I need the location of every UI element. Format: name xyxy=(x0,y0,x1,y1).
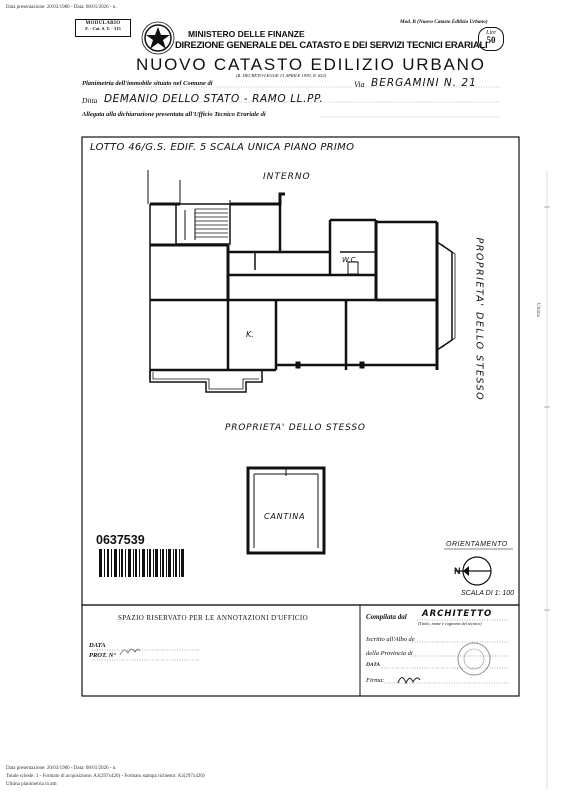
via-value: BERGAMINI N. 21 xyxy=(371,77,477,89)
spazio-title: SPAZIO RISERVATO PER LE ANNOTAZIONI D'UF… xyxy=(118,614,309,622)
compilata-note: (Titolo, nome e cognome del tecnico) xyxy=(418,621,482,626)
lire-label: Lire xyxy=(486,30,496,36)
compilata-value: ARCHITETTO xyxy=(422,609,493,619)
bottom-stamp-1: Data presentazione: 20/03/1980 - Data: 0… xyxy=(6,766,117,771)
iscritto-label: Iscritto all'Albo de xyxy=(366,636,415,643)
top-stamp: Data presentazione: 20/03/1980 - Data: 0… xyxy=(6,5,117,10)
footer-data-label: DATA xyxy=(89,642,106,649)
ditta-label: Ditta xyxy=(82,96,98,105)
scale-label: SCALA DI 1: 100 xyxy=(461,590,515,597)
allegata-label: Allegata alla dichiarazione presentata a… xyxy=(82,111,266,118)
wc-label: W.C. xyxy=(342,256,358,264)
bottom-stamp-3: Ultima planimetria in atti xyxy=(6,782,57,787)
professional-stamp-icon xyxy=(457,642,491,676)
modulario-box: MODULARIO F. - Cat. S. T. - 315 xyxy=(75,19,131,37)
mod-b-label: Mod. B (Nuovo Catasto Edilizio Urbano) xyxy=(400,19,488,25)
cantina-label: CANTINA xyxy=(264,512,306,521)
modulario-title: MODULARIO xyxy=(85,21,121,26)
bottom-stamp-2: Totale schede: 1 - Formato di acquisizio… xyxy=(6,774,205,779)
provincia-label: della Provincia di xyxy=(366,650,413,657)
via-label: Via xyxy=(354,80,365,89)
document-subtitle: (R. DECRETO-LEGGE 13 APRILE 1939, N. 652… xyxy=(236,73,327,78)
lire-value: 50 xyxy=(486,35,496,45)
barcode-number: 0637539 xyxy=(96,533,145,547)
prot-label: PROT. N° xyxy=(89,652,116,659)
document-title: NUOVO CATASTO EDILIZIO URBANO xyxy=(136,55,486,74)
kitchen-label: K. xyxy=(246,330,254,339)
side-label: Ultima xyxy=(535,303,540,317)
orientamento-label: ORIENTAMENTO xyxy=(446,541,508,548)
firma-label: Firma: xyxy=(366,677,385,684)
direction-title: DIREZIONE GENERALE DEL CATASTO E DEI SER… xyxy=(175,40,488,51)
ministry-title: MINISTERO DELLE FINANZE xyxy=(188,29,305,39)
emblem-icon xyxy=(141,21,175,55)
modulario-code: F. - Cat. S. T. - 315 xyxy=(85,26,121,31)
north-label: N xyxy=(454,566,461,576)
bottom-property-label: PROPRIETA' DELLO STESSO xyxy=(225,423,366,433)
signature-icon xyxy=(397,677,421,685)
planimetria-label: Planimetria dell'immobile situato nel Co… xyxy=(82,80,213,87)
footer-data-row-label: DATA xyxy=(366,662,381,668)
lire-box: Lire 50 xyxy=(478,27,504,51)
prot-signature-icon xyxy=(119,648,141,656)
ditta-value: DEMANIO DELLO STATO - RAMO LL.PP. xyxy=(104,93,324,105)
barcode-icon xyxy=(99,549,184,577)
interno-label: INTERNO xyxy=(263,172,311,182)
lotto-label: LOTTO 46/G.S. EDIF. 5 SCALA UNICA PIANO … xyxy=(90,142,355,153)
right-property-label: PROPRIETA' DELLO STESSO xyxy=(473,237,485,402)
north-compass-icon xyxy=(455,556,492,586)
compilata-label: Compilata dal xyxy=(366,613,407,621)
